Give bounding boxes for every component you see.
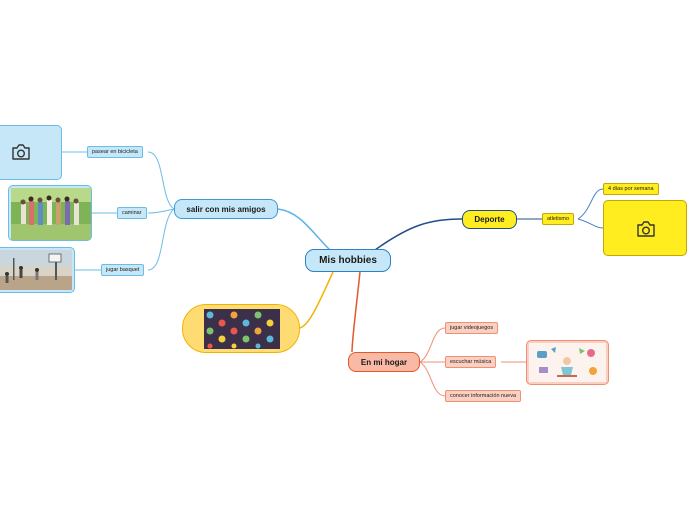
topic-en-mi-hogar[interactable]: En mi hogar xyxy=(348,352,420,372)
link-central-home xyxy=(351,271,361,353)
camera-icon xyxy=(12,144,30,160)
subtopic-label: jugar basquet xyxy=(106,267,140,273)
app-icons-image xyxy=(204,309,280,349)
link-home-videojuegos xyxy=(419,327,446,363)
image-placeholder-bicicleta[interactable] xyxy=(0,125,62,180)
link-home-info xyxy=(419,361,446,397)
image-basquet[interactable] xyxy=(0,247,75,293)
central-topic-label: Mis hobbies xyxy=(319,255,377,266)
subtopic-label: caminar xyxy=(122,210,142,216)
people-walking-image xyxy=(11,188,91,240)
subtopic-label: atletismo xyxy=(547,216,570,222)
subtopic-jugar-videojuegos[interactable]: jugar videojuegos xyxy=(445,322,499,334)
camera-icon xyxy=(637,221,655,237)
subtopic-pasear-bicicleta[interactable]: pasear en bicicleta xyxy=(87,146,143,158)
subtopic-label: conocer información nueva xyxy=(450,393,517,399)
link-central-sport xyxy=(374,218,463,251)
link-central-gold xyxy=(299,271,334,329)
subtopic-label: pasear en bicicleta xyxy=(92,149,138,155)
topic-salir-con-amigos[interactable]: salir con mis amigos xyxy=(174,199,278,219)
image-caminar[interactable] xyxy=(8,185,92,241)
subtopic-atletismo[interactable]: atletismo xyxy=(542,213,575,225)
basketball-court-image xyxy=(0,250,72,290)
subtopic-escuchar-musica[interactable]: escuchar música xyxy=(445,356,497,368)
topic-deporte[interactable]: Deporte xyxy=(462,210,517,229)
link-friends-caminar xyxy=(147,208,175,214)
subtopic-label: jugar videojuegos xyxy=(450,325,494,331)
subtopic-conocer-informacion[interactable]: conocer información nueva xyxy=(445,390,522,402)
image-placeholder-atletismo[interactable] xyxy=(603,200,687,256)
subtopic-caminar[interactable]: caminar xyxy=(117,207,147,219)
subtopic-jugar-basquet[interactable]: jugar basquet xyxy=(101,264,145,276)
link-atletismo-detail xyxy=(577,188,604,220)
subtopic-label: escuchar música xyxy=(450,359,492,365)
link-central-friends xyxy=(277,208,331,251)
image-hobbies-illustration[interactable] xyxy=(526,340,609,385)
link-friends-basquet xyxy=(147,208,175,271)
topic-label: En mi hogar xyxy=(360,357,408,367)
link-friends-bici xyxy=(147,151,175,210)
image-apps-icons[interactable] xyxy=(182,304,300,353)
hobbies-illustration-image xyxy=(529,343,606,382)
central-topic[interactable]: Mis hobbies xyxy=(305,249,391,272)
subtopic-dias-por-semana[interactable]: 4 días por semana xyxy=(603,183,659,195)
link-atletismo-img xyxy=(577,218,604,229)
topic-label: salir con mis amigos xyxy=(186,204,266,214)
topic-label: Deporte xyxy=(474,215,505,224)
subtopic-label: 4 días por semana xyxy=(608,186,654,192)
